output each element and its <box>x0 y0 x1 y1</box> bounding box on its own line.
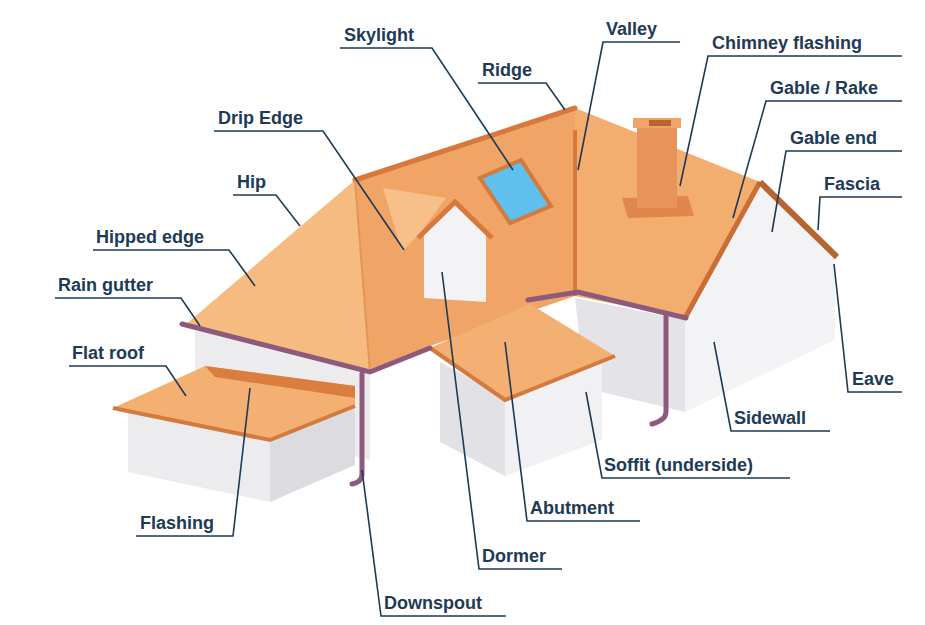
part-label: Chimney flashing <box>710 32 864 54</box>
flat-roof <box>113 366 355 440</box>
part-label: Fascia <box>822 173 882 195</box>
ridge-line <box>355 108 575 180</box>
chimney-cap <box>633 118 681 128</box>
leader-line <box>214 131 404 250</box>
dormer-drip-edge <box>418 202 492 238</box>
part-label: Flashing <box>138 512 216 534</box>
gable-roof-plane <box>575 108 760 318</box>
hip-line <box>355 180 370 372</box>
leader-line <box>233 195 300 226</box>
part-label: Downspout <box>382 592 484 614</box>
leader-line <box>733 101 902 218</box>
leader-line <box>680 56 902 186</box>
part-label: Valley <box>604 18 659 40</box>
part-label: Gable / Rake <box>768 77 880 99</box>
part-label: Rain gutter <box>56 274 155 296</box>
leader-line <box>772 151 902 232</box>
rain-gutter <box>182 324 430 372</box>
part-label: Dormer <box>480 545 548 567</box>
leader-line <box>69 366 186 396</box>
leader-line <box>478 83 565 110</box>
leader-line <box>442 272 562 569</box>
skylight <box>480 160 551 223</box>
part-label: Gable end <box>788 127 879 149</box>
abutment-roof <box>430 304 615 400</box>
dormer-face <box>424 204 486 302</box>
part-label: Hipped edge <box>94 226 206 248</box>
leader-line <box>714 342 830 431</box>
rake-edge <box>685 182 760 318</box>
leader-line <box>505 342 640 521</box>
part-label: Sidewall <box>732 407 808 429</box>
leader-lines <box>55 42 902 616</box>
leader-line <box>578 42 680 170</box>
downspout <box>352 374 362 484</box>
hip-face <box>185 180 370 372</box>
part-label: Ridge <box>480 59 534 81</box>
leader-line <box>834 264 902 392</box>
part-label: Hip <box>235 171 268 193</box>
leader-line <box>586 392 790 478</box>
leader-line <box>136 388 250 536</box>
flat-roof-edge <box>113 406 355 440</box>
leader-line <box>55 298 200 326</box>
rain-gutter <box>528 292 686 318</box>
leader-line <box>818 197 902 230</box>
part-label: Skylight <box>342 24 416 46</box>
part-label: Drip Edge <box>216 107 305 129</box>
downspout <box>652 316 666 424</box>
chimney <box>637 124 677 208</box>
part-label: Soffit (underside) <box>602 454 755 476</box>
part-label: Abutment <box>528 497 616 519</box>
part-label: Flat roof <box>70 342 146 364</box>
valley-line <box>573 130 577 296</box>
chimney-flue <box>649 120 671 126</box>
flashing-strip <box>205 366 355 398</box>
part-label: Eave <box>850 368 896 390</box>
leader-line <box>362 470 506 616</box>
